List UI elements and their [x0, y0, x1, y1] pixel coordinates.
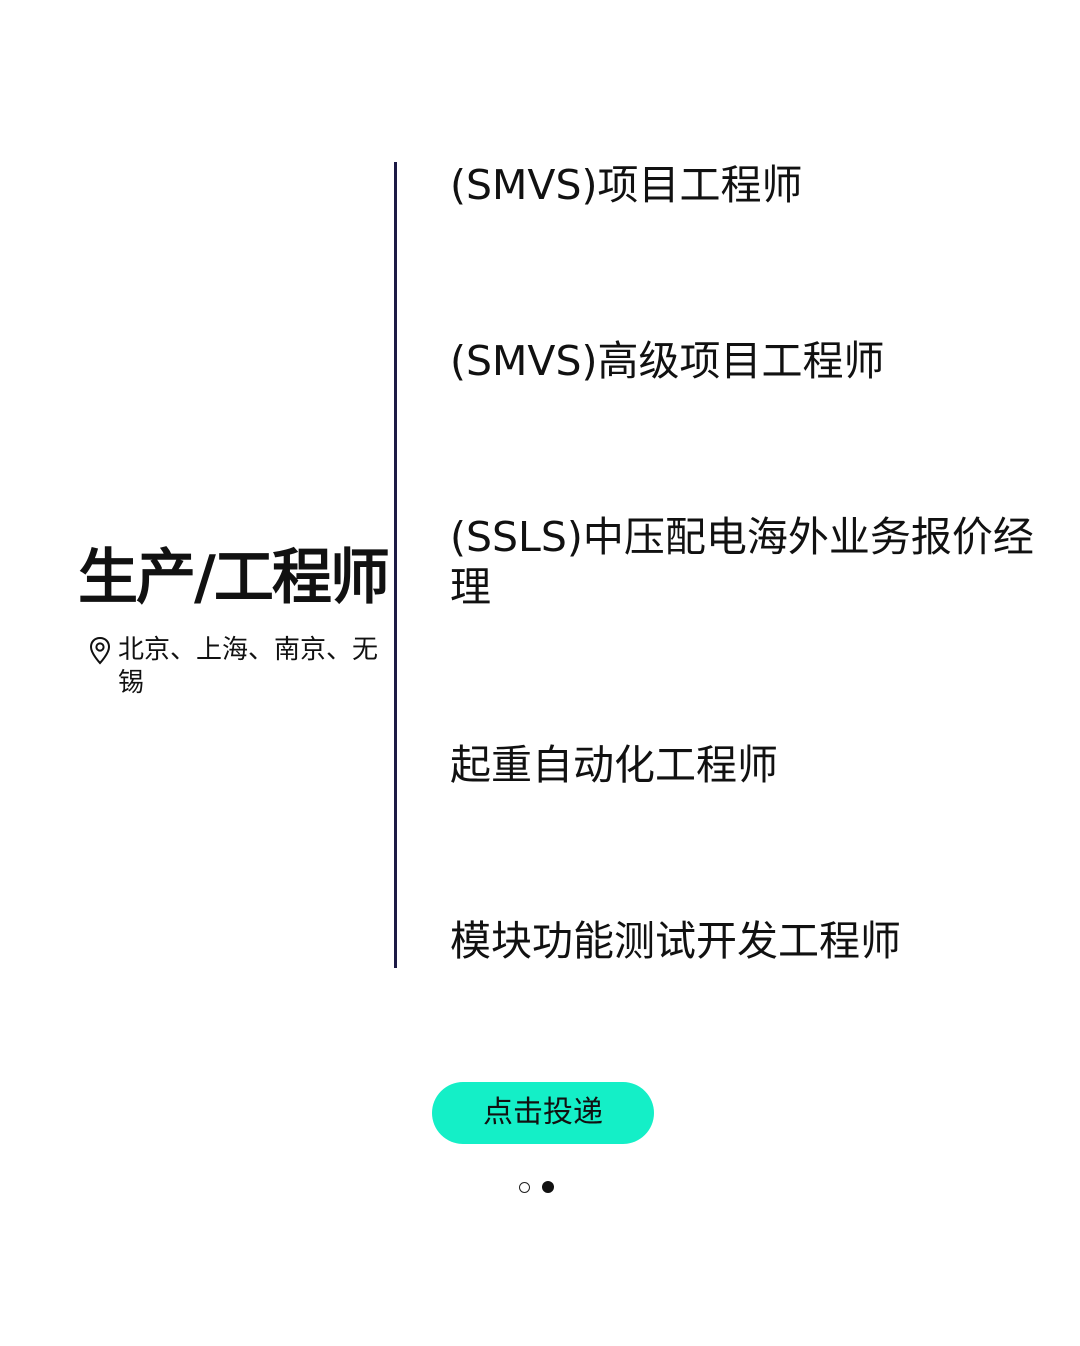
apply-button[interactable]: 点击投递	[432, 1082, 654, 1144]
job-item[interactable]: (SSLS)中压配电海外业务报价经理	[450, 513, 1034, 611]
page-indicator	[519, 1179, 569, 1195]
location-text: 北京、上海、南京、无锡	[118, 635, 379, 698]
page-dot-2-active[interactable]	[542, 1181, 554, 1193]
job-list: (SMVS)项目工程师 (SMVS)高级项目工程师 (SSLS)中压配电海外业务…	[450, 0, 1060, 1000]
page-dot-1[interactable]	[519, 1181, 530, 1193]
category-panel: 生产/工程师 北京、上海、南京、无锡	[78, 540, 390, 700]
job-item[interactable]: 模块功能测试开发工程师	[450, 917, 901, 965]
location-pin-icon	[89, 636, 111, 665]
job-item[interactable]: (SMVS)高级项目工程师	[450, 337, 885, 385]
job-item[interactable]: (SMVS)项目工程师	[450, 161, 803, 209]
job-item[interactable]: 起重自动化工程师	[450, 741, 778, 789]
category-title: 生产/工程师	[78, 543, 390, 613]
location-row: 北京、上海、南京、无锡	[78, 634, 378, 700]
vertical-divider	[394, 162, 397, 968]
